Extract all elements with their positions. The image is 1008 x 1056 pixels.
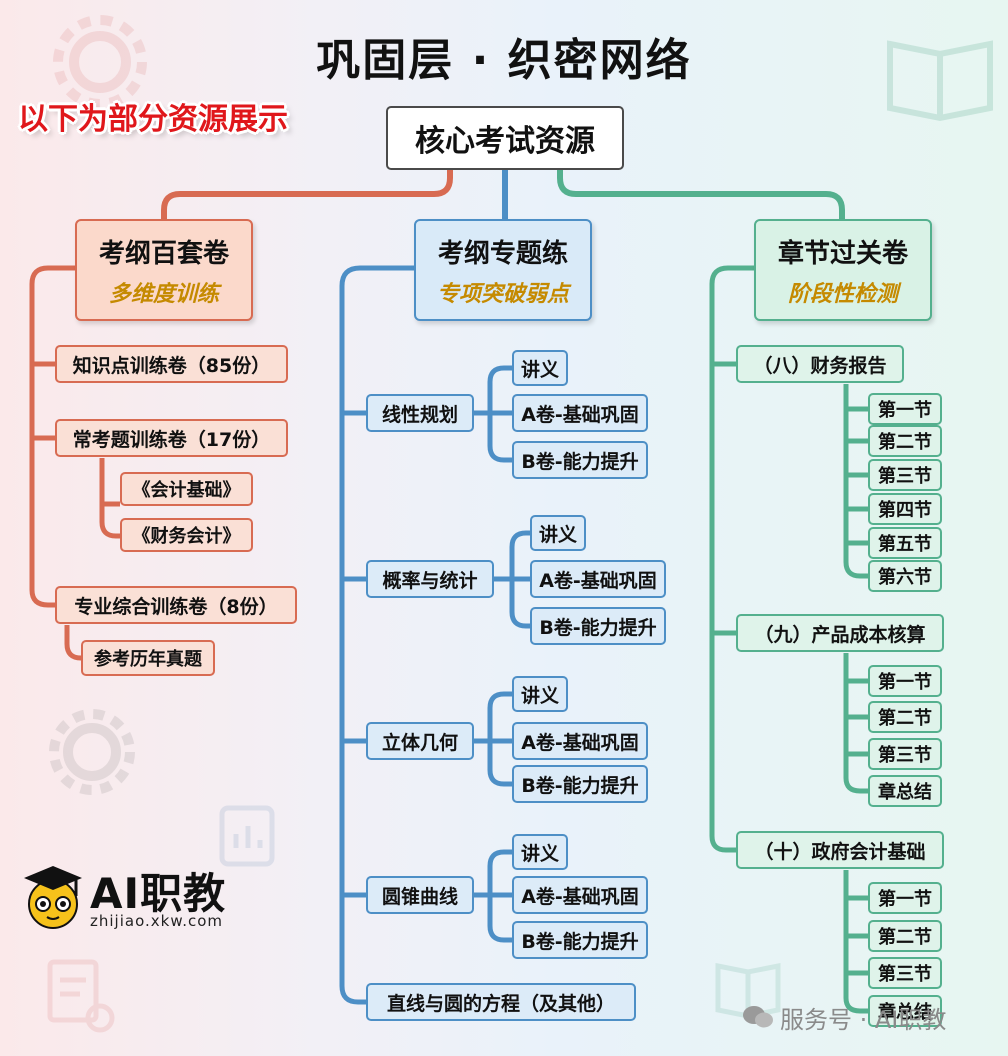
topic-lines-circles: 直线与圆的方程（及其他） [366,983,636,1021]
left-item-knowledge: 知识点训练卷（85份） [55,345,288,383]
topic-linear-programming: 线性规划 [366,394,474,432]
partial-display-tag: 以下为部分资源展示 [18,102,288,137]
brand-name: AI职教 [90,869,227,918]
left-item-common: 常考题训练卷（17份） [55,419,288,457]
left-sub-accounting-basics: 《会计基础》 [120,472,253,506]
category-exam-papers: 考纲百套卷 多维度训练 [75,219,253,321]
leaf-paper-b: B卷-能力提升 [512,765,648,803]
leaf-paper-a: A卷-基础巩固 [512,876,648,914]
left-item-comprehensive: 专业综合训练卷（8份） [55,586,297,624]
leaf-paper-b: B卷-能力提升 [530,607,666,645]
category-subtitle: 专项突破弱点 [436,281,569,307]
leaf-paper-a: A卷-基础巩固 [512,722,648,760]
category-chapter-tests: 章节过关卷 阶段性检测 [754,219,932,321]
chapter-8-financial-report: （八）财务报告 [736,345,904,383]
section-node: 第三节 [868,957,942,989]
section-node: 第二节 [868,701,942,733]
chapter-9-product-cost: （九）产品成本核算 [736,614,944,652]
brand-url: zhijiao.xkw.com [90,912,224,930]
section-node: 章总结 [868,995,942,1027]
category-title: 章节过关卷 [777,238,908,269]
topic-probability-statistics: 概率与统计 [366,560,494,598]
section-node: 第五节 [868,527,942,559]
category-title: 考纲百套卷 [98,238,229,269]
gear-icon [49,709,135,795]
section-node: 第六节 [868,560,942,592]
section-node: 第三节 [868,459,942,491]
section-node: 第一节 [868,393,942,425]
document-search-icon [47,959,115,1033]
section-node: 第二节 [868,425,942,457]
leaf-handout: 讲义 [512,350,568,386]
leaf-paper-a: A卷-基础巩固 [512,394,648,432]
section-node: 第二节 [868,920,942,952]
leaf-paper-b: B卷-能力提升 [512,441,648,479]
category-subtitle: 多维度训练 [108,281,219,307]
leaf-paper-a: A卷-基础巩固 [530,560,666,598]
section-node: 第四节 [868,493,942,525]
root-node: 核心考试资源 [386,106,624,170]
topic-conic-sections: 圆锥曲线 [366,876,474,914]
left-sub-past-exams: 参考历年真题 [81,640,215,676]
category-topic-practice: 考纲专题练 专项突破弱点 [414,219,592,321]
leaf-paper-b: B卷-能力提升 [512,921,648,959]
gear-icon [53,15,147,109]
category-title: 考纲专题练 [437,238,568,269]
leaf-handout: 讲义 [530,515,586,551]
watermark-text: 服务号 · AI职教 [780,1006,947,1034]
category-subtitle: 阶段性检测 [787,281,898,307]
section-node: 第三节 [868,738,942,770]
graduation-cap-icon [24,866,82,929]
book-icon [887,40,993,122]
section-node: 第一节 [868,665,942,697]
section-node: 章总结 [868,775,942,807]
leaf-handout: 讲义 [512,834,568,870]
section-node: 第一节 [868,882,942,914]
leaf-handout: 讲义 [512,676,568,712]
chapter-10-government-accounting: （十）政府会计基础 [736,831,944,869]
topic-solid-geometry: 立体几何 [366,722,474,760]
page-title: 巩固层 · 织密网络 [316,35,692,86]
left-sub-financial-accounting: 《财务会计》 [120,518,253,552]
wechat-icon [743,1006,773,1028]
chart-icon [219,805,275,867]
